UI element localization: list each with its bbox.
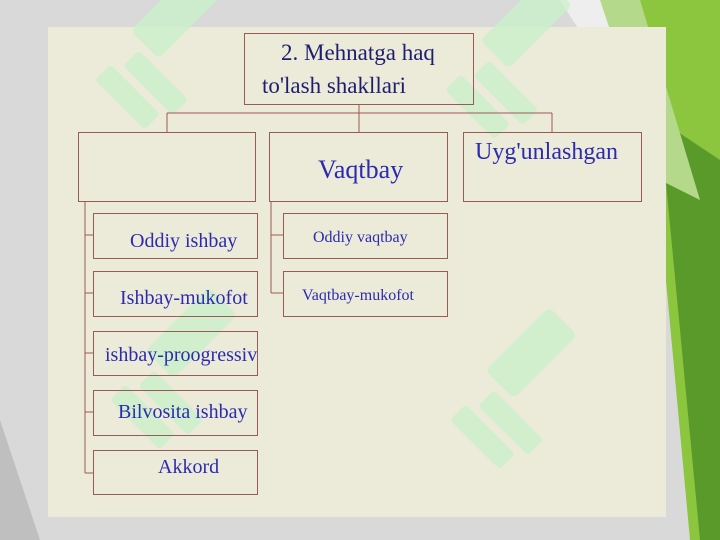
ishbay-item-box <box>93 450 258 495</box>
branch-node-vaqtbay <box>269 132 448 202</box>
branch-label-uygunlashgan: Uyg'unlashgan <box>475 139 618 165</box>
vaqtbay-item-box <box>283 213 448 259</box>
ishbay-item-label: Oddiy ishbay <box>130 230 238 252</box>
soff-logo-icon <box>96 0 575 468</box>
vaqtbay-item-box <box>283 271 448 317</box>
ishbay-item-label: Bilvosita ishbay <box>118 401 248 423</box>
branch-label-vaqtbay: Vaqtbay <box>318 155 404 184</box>
ishbay-item-label: Akkord <box>158 456 220 478</box>
vaqtbay-item-label: Vaqtbay-mukofot <box>302 287 414 304</box>
ishbay-item-box <box>93 390 258 436</box>
root-title-line2: to'lash shakllari <box>262 73 407 98</box>
branch-node-ishbay <box>78 132 256 202</box>
root-node <box>244 33 474 105</box>
ishbay-item-label: ishbay-proogressiv <box>105 344 258 366</box>
root-title-line1: 2. Mehnatga haq <box>281 40 435 65</box>
ishbay-item-box <box>93 271 258 317</box>
vaqtbay-item-label: Oddiy vaqtbay <box>313 229 408 246</box>
ishbay-item-box <box>93 331 258 376</box>
ishbay-item-box <box>93 213 258 259</box>
ishbay-item-label: Ishbay-mukofot <box>120 287 248 309</box>
branch-node-uygunlashgan <box>463 132 642 202</box>
